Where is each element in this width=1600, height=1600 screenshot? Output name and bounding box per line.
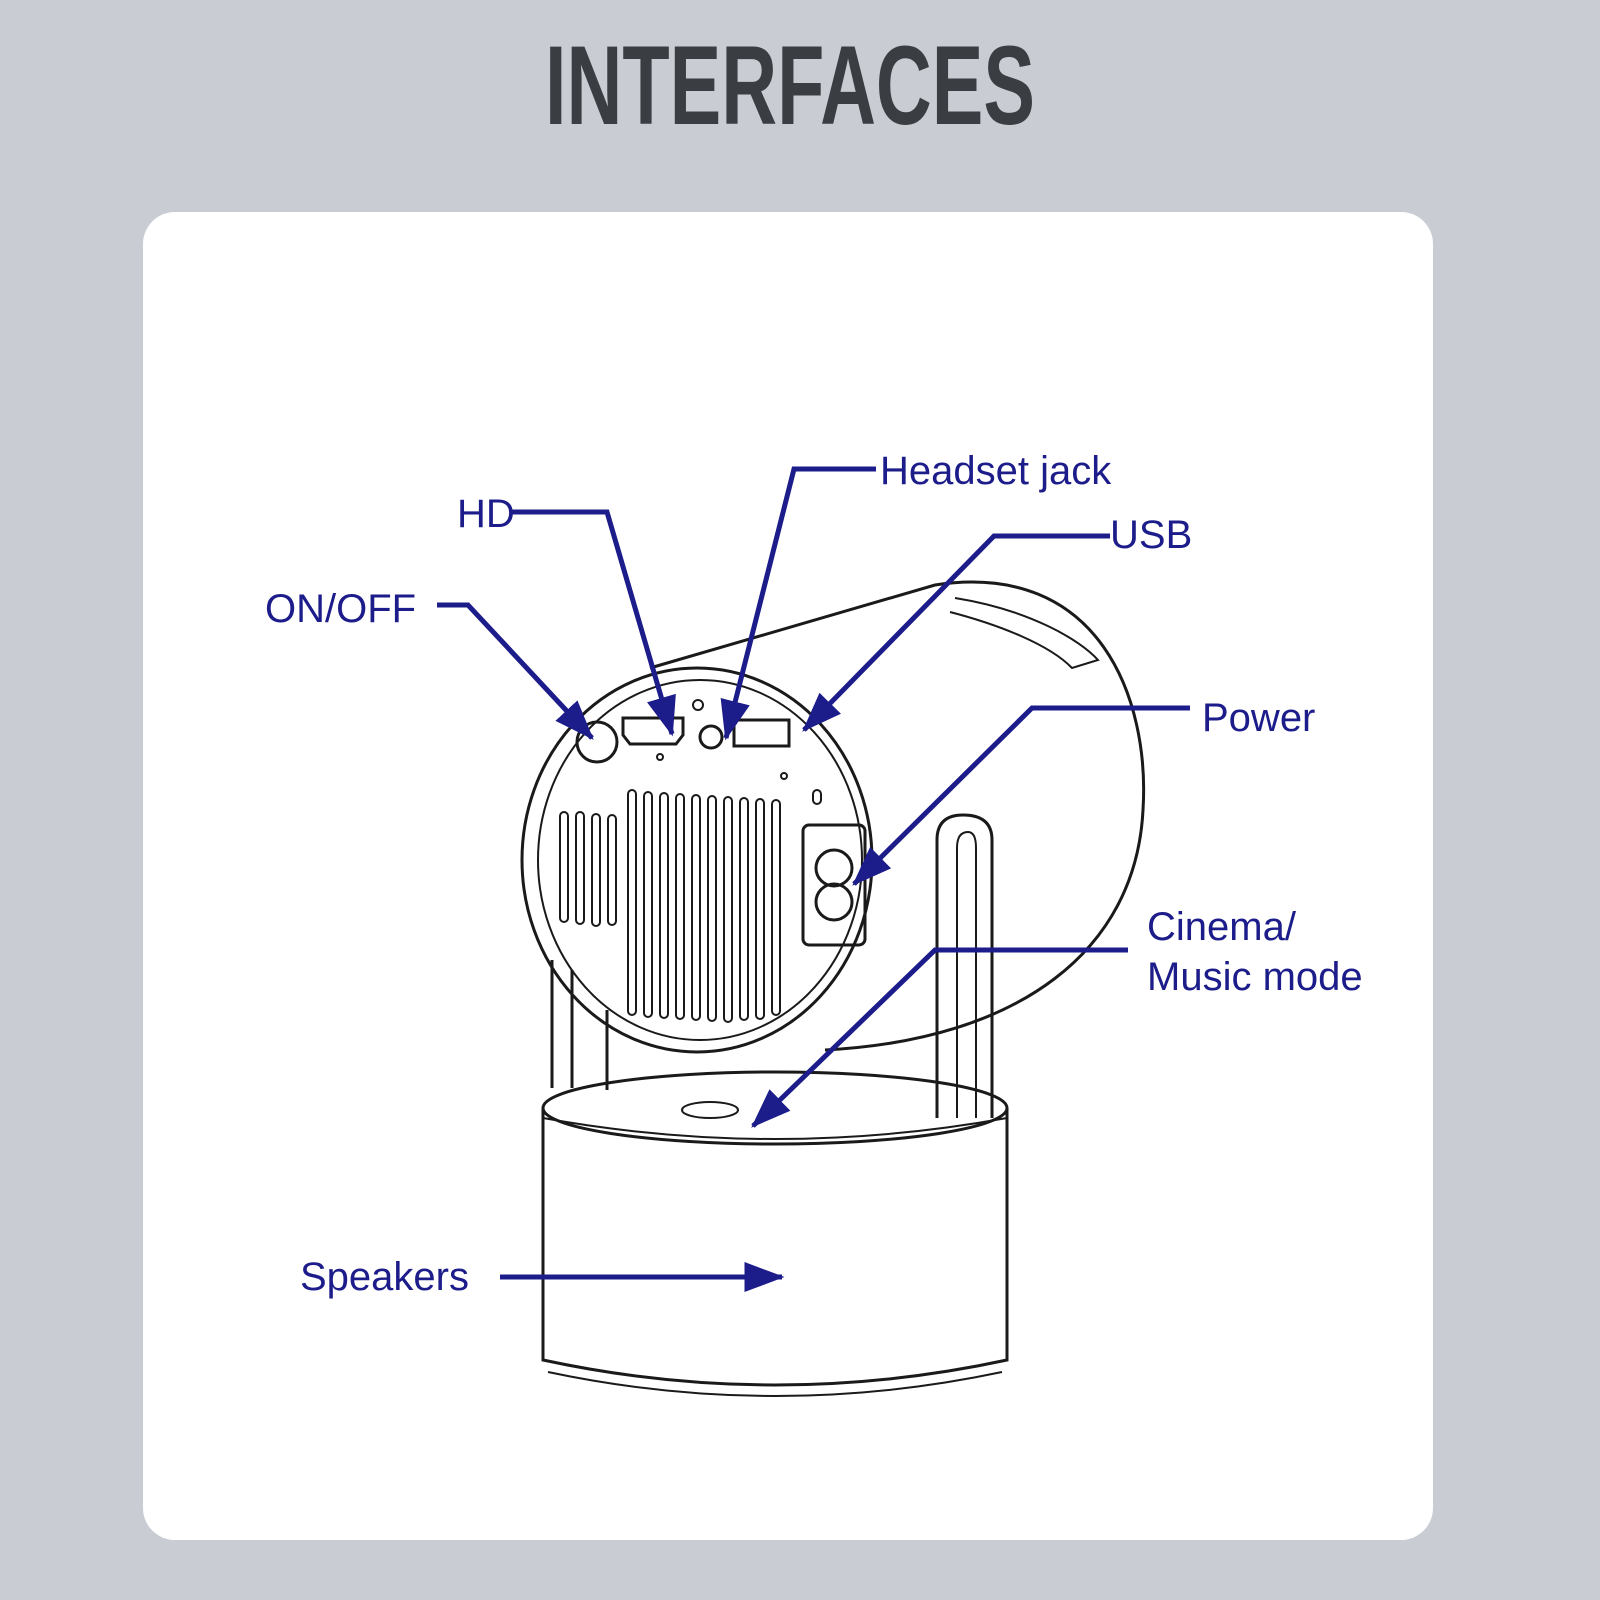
usb-label: USB xyxy=(1110,513,1192,557)
cinema-leader xyxy=(751,947,1128,1128)
on-off-leader xyxy=(437,602,594,740)
projector-base xyxy=(541,1070,1009,1397)
cinema-label-line1: Cinema/ xyxy=(1147,905,1297,949)
usb-leader xyxy=(802,533,1110,732)
speakers-label: Speakers xyxy=(300,1255,469,1299)
hdmi-port xyxy=(621,716,685,746)
usb-port xyxy=(732,718,791,748)
power-leader xyxy=(852,705,1190,886)
cinema-mode-button xyxy=(681,1101,739,1119)
on-off-label: ON/OFF xyxy=(265,587,416,631)
power-label: Power xyxy=(1202,696,1315,740)
hd-label: HD xyxy=(457,492,515,536)
cinema-label-line2: Music mode xyxy=(1147,955,1363,999)
headset-jack-label: Headset jack xyxy=(880,449,1112,493)
headset-leader xyxy=(720,466,876,741)
page-title: INTERFACES xyxy=(545,23,1035,148)
power-button-port xyxy=(575,720,619,764)
projector-body xyxy=(649,580,1146,1052)
diagram-card xyxy=(143,212,1433,1540)
hd-leader xyxy=(512,509,676,737)
headset-jack-port xyxy=(698,724,724,750)
vents xyxy=(559,789,781,1023)
